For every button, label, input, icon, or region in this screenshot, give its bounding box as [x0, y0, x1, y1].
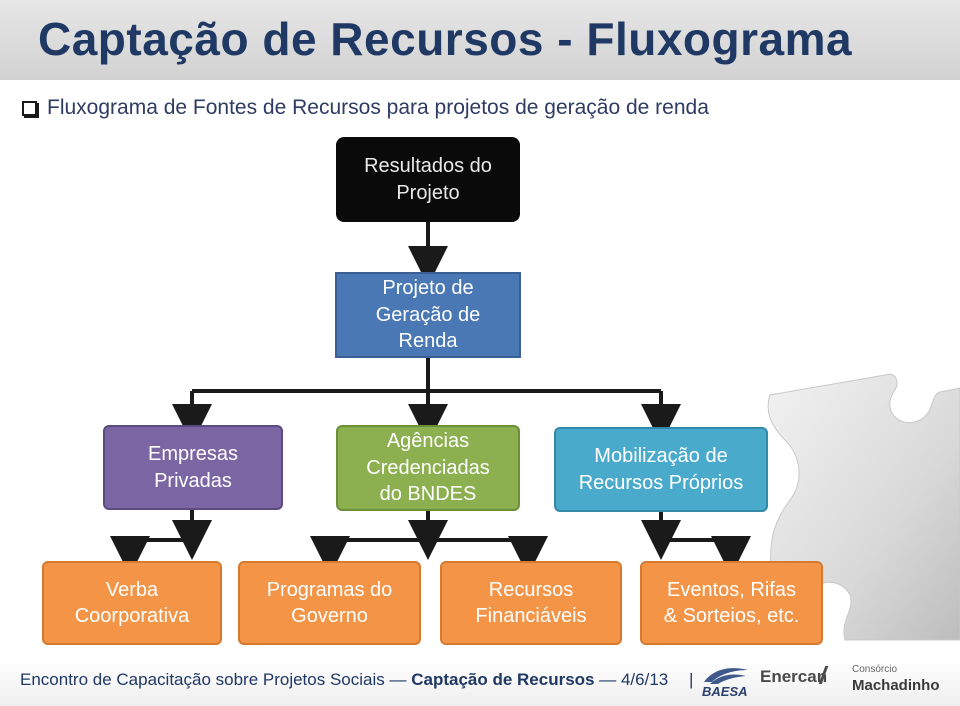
- node-recursos-financiaveis: Recursos Financiáveis: [440, 561, 622, 645]
- machadinho-logo: Machadinho: [852, 677, 940, 694]
- footer-event: Encontro de Capacitação sobre Projetos S…: [20, 670, 407, 689]
- node-eventos-rifas: Eventos, Rifas & Sorteios, etc.: [640, 561, 823, 645]
- title-bar: [0, 0, 960, 80]
- subtitle-row: Fluxograma de Fontes de Recursos para pr…: [22, 94, 709, 122]
- node-resultados-do-projeto: Resultados do Projeto: [336, 137, 520, 222]
- page-title: Captação de Recursos - Fluxograma: [38, 13, 853, 65]
- footer-text: Encontro de Capacitação sobre Projetos S…: [20, 670, 693, 690]
- checkbox-icon: [22, 100, 37, 116]
- baesa-logo: BAESA: [700, 664, 752, 704]
- node-programas-governo: Programas do Governo: [238, 561, 421, 645]
- footer-topic: Captação de Recursos: [411, 670, 595, 689]
- baesa-logo-text: BAESA: [702, 684, 748, 699]
- baesa-swoosh-icon: [704, 668, 748, 684]
- enercan-logo: Enercan: [760, 667, 828, 686]
- node-projeto-geracao-renda: Projeto de Geração de Renda: [335, 272, 521, 358]
- consorcio-label: Consórcio: [852, 664, 898, 675]
- subtitle: Fluxograma de Fontes de Recursos para pr…: [47, 96, 709, 119]
- footer-date: — 4/6/13: [599, 670, 669, 689]
- footer-separator: |: [688, 670, 694, 689]
- node-agencias-bndes: Agências Credenciadas do BNDES: [336, 425, 520, 511]
- node-empresas-privadas: Empresas Privadas: [103, 425, 283, 510]
- node-mobilizacao-recursos: Mobilização de Recursos Próprios: [554, 427, 768, 512]
- node-verba-coorporativa: Verba Coorporativa: [42, 561, 222, 645]
- footer-bar: [0, 661, 960, 706]
